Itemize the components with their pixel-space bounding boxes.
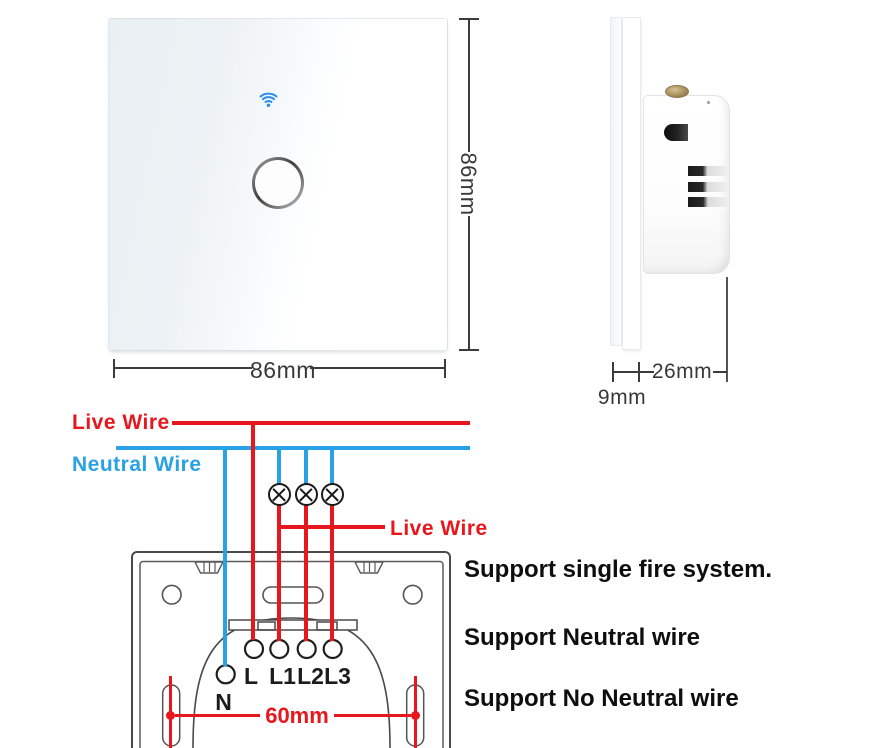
touch-button [252,157,304,209]
dimension-line [468,19,470,152]
extension-line [726,277,728,382]
glass-thickness-label: 9mm [597,386,647,409]
terminal-label-L: L [243,663,259,689]
terminal-label-L1: L1 [269,663,296,689]
lamp-icon [267,483,291,506]
dimension-tick [444,359,446,378]
dimension-line [713,371,727,373]
side-body-notch [664,124,688,141]
spacing-dimension-line [175,714,260,717]
live-wire-drop-L3 [330,504,334,641]
feature-no-neutral: Support No Neutral wire [464,685,739,712]
dimension-tick [459,349,479,351]
terminal-L2 [296,638,317,660]
screw-hole [402,584,423,605]
side-depth-label: 26mm [651,360,713,383]
terminal-spacing-label: 60mm [265,703,329,728]
live-wire-drop-L1 [277,504,281,641]
front-width-label: 86mm [250,357,316,383]
neutral-wire-drop [223,450,227,666]
terminal-L [243,638,265,660]
side-view-glass-panel [610,17,622,346]
neutral-wire-main-line [116,446,470,450]
lamp-icon [320,483,344,506]
vent-slot [688,182,727,192]
spacing-endpoint-dot [411,711,420,720]
terminal-L1 [269,638,290,660]
dimension-line [468,216,470,350]
terminal-label-L2: L2 [297,663,324,689]
lamp-neutral-stub [304,449,308,485]
lamp-icon [294,483,318,506]
switch-front-panel [108,18,448,351]
neutral-wire-label: Neutral Wire [72,453,202,476]
feature-neutral: Support Neutral wire [464,624,701,651]
dimension-line [613,371,654,373]
lamp-neutral-stub [277,449,281,485]
terminal-label-L3: L3 [324,663,351,689]
side-view-frame [622,17,641,350]
spacing-endpoint-dot [166,711,175,720]
spacing-dimension-line [334,714,411,717]
live-wire-drop-L [251,423,255,640]
live-wire-top-label: Live Wire [72,411,170,434]
wifi-icon [259,92,278,108]
back-plate-inner [139,560,444,748]
led-dot [707,101,710,104]
live-wire-main-line [172,421,470,425]
vent-slot [688,197,728,207]
dimension-line [114,367,252,369]
dimension-line [310,367,445,369]
lamp-neutral-stub [330,449,334,485]
terminal-screw [665,85,689,98]
center-slot [262,586,324,604]
feature-single-fire: Support single fire system. [464,556,773,583]
terminal-L3 [322,638,343,660]
terminal-N [215,664,236,685]
terminal-label-N: N [215,689,232,715]
live-wire-bottom-label: Live Wire [390,517,488,540]
vent-slot [688,166,727,176]
live-wire-drop-L2 [304,504,308,641]
module-bar [228,619,358,631]
screw-hole [161,584,182,605]
front-height-label: 86mm [456,152,481,216]
